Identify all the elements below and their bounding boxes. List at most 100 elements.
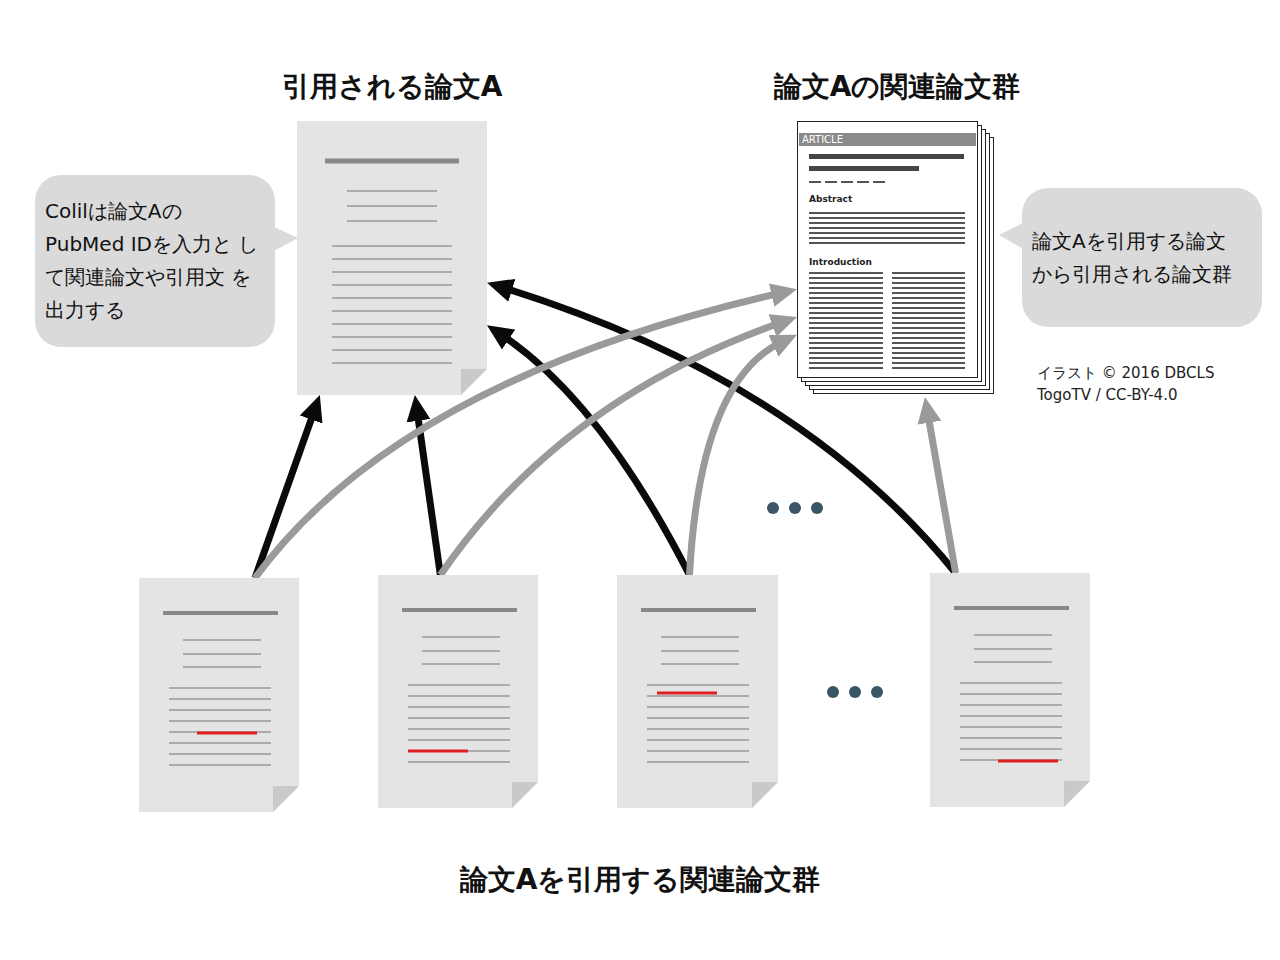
speech-bubble: Colilは論文Aの PubMed IDを入力と して関連論文や引用文 を出力す… <box>35 175 275 347</box>
text-line <box>809 227 965 229</box>
text-line <box>892 362 965 364</box>
text-line <box>892 347 965 349</box>
paper-icon <box>139 578 299 812</box>
citation-arrow <box>690 342 783 575</box>
page-fold <box>461 369 487 395</box>
article-text: Abstract <box>809 193 852 205</box>
document-page <box>297 121 487 395</box>
document-illustration <box>930 573 1090 807</box>
text-line <box>332 297 452 299</box>
author-line <box>825 181 837 183</box>
paper-icon <box>378 575 538 808</box>
page-fold <box>1064 781 1090 807</box>
text-line <box>169 764 271 766</box>
text-line <box>809 272 883 274</box>
document-page <box>378 575 538 808</box>
group-heading: 論文Aを引用する関連論文群 <box>130 860 1150 900</box>
text-line <box>809 347 883 349</box>
author-line <box>857 181 869 183</box>
article-text: ARTICLE <box>802 133 843 146</box>
text-line <box>661 663 739 665</box>
text-line <box>647 761 749 763</box>
article-page <box>798 122 978 378</box>
text-line <box>809 232 965 234</box>
page-fold <box>512 782 538 808</box>
text-line <box>661 650 739 652</box>
text-line <box>892 287 965 289</box>
text-line <box>809 212 965 214</box>
text-line <box>408 695 510 697</box>
page-fold <box>273 786 299 812</box>
text-line <box>408 750 510 752</box>
text-line <box>169 698 271 700</box>
text-line <box>647 739 749 741</box>
text-line <box>809 307 883 309</box>
document-illustration <box>297 121 487 395</box>
citation-arrow <box>255 410 315 578</box>
citation-arrow <box>417 411 440 575</box>
text-line <box>960 726 1062 728</box>
text-line <box>332 362 452 364</box>
header-bar <box>799 133 976 146</box>
paper-icon <box>930 573 1090 807</box>
text-line <box>169 731 271 733</box>
text-line <box>974 648 1052 650</box>
text-line <box>809 357 883 359</box>
text-line <box>960 682 1062 684</box>
text-line <box>809 337 883 339</box>
ellipsis-dot <box>871 686 883 698</box>
text-line <box>647 750 749 752</box>
text-line <box>809 302 883 304</box>
text-line <box>892 332 965 334</box>
text-line <box>892 337 965 339</box>
bubble-text: Colilは論文Aの PubMed IDを入力と して関連論文や引用文 を出力す… <box>45 195 260 327</box>
bubble-tail <box>272 226 298 252</box>
text-line <box>647 706 749 708</box>
article-text: Introduction <box>809 256 872 268</box>
text-line <box>661 636 739 638</box>
highlight-line <box>998 760 1058 763</box>
title-line <box>325 159 459 164</box>
text-line <box>809 342 883 344</box>
text-line <box>408 684 510 686</box>
text-line <box>169 742 271 744</box>
credit-note: イラスト © 2016 DBCLS TogoTV / CC-BY-4.0 <box>1037 362 1237 406</box>
text-line <box>809 292 883 294</box>
title-line <box>954 606 1069 610</box>
text-line <box>332 336 452 338</box>
paper-icon <box>617 575 778 808</box>
text-line <box>809 287 883 289</box>
text-line <box>960 693 1062 695</box>
text-line <box>408 739 510 741</box>
text-line <box>408 706 510 708</box>
paper-group: 論文Aを引用する関連論文群 <box>130 560 1150 910</box>
node-heading: 引用される論文A <box>282 69 503 105</box>
text-line <box>332 258 452 260</box>
text-line <box>332 349 452 351</box>
document-illustration <box>378 575 538 808</box>
text-line <box>892 352 965 354</box>
text-line <box>892 367 965 369</box>
text-line <box>960 704 1062 706</box>
text-line <box>183 639 261 641</box>
title-bar <box>809 166 919 171</box>
text-line <box>408 761 510 763</box>
text-line <box>892 357 965 359</box>
paper-icon: 論文Aの関連論文群ARTICLEAbstractIntroduction <box>797 121 997 397</box>
text-line <box>169 720 271 722</box>
highlight-line <box>197 732 257 735</box>
text-line <box>974 634 1052 636</box>
text-line <box>809 327 883 329</box>
text-line <box>809 277 883 279</box>
text-line <box>422 636 500 638</box>
text-line <box>892 322 965 324</box>
text-line <box>809 317 883 319</box>
page-fold <box>752 782 778 808</box>
text-line <box>408 717 510 719</box>
author-line <box>873 181 885 183</box>
ellipsis-dot <box>849 686 861 698</box>
node-heading: 論文Aの関連論文群 <box>774 69 1021 105</box>
title-line <box>641 608 756 612</box>
